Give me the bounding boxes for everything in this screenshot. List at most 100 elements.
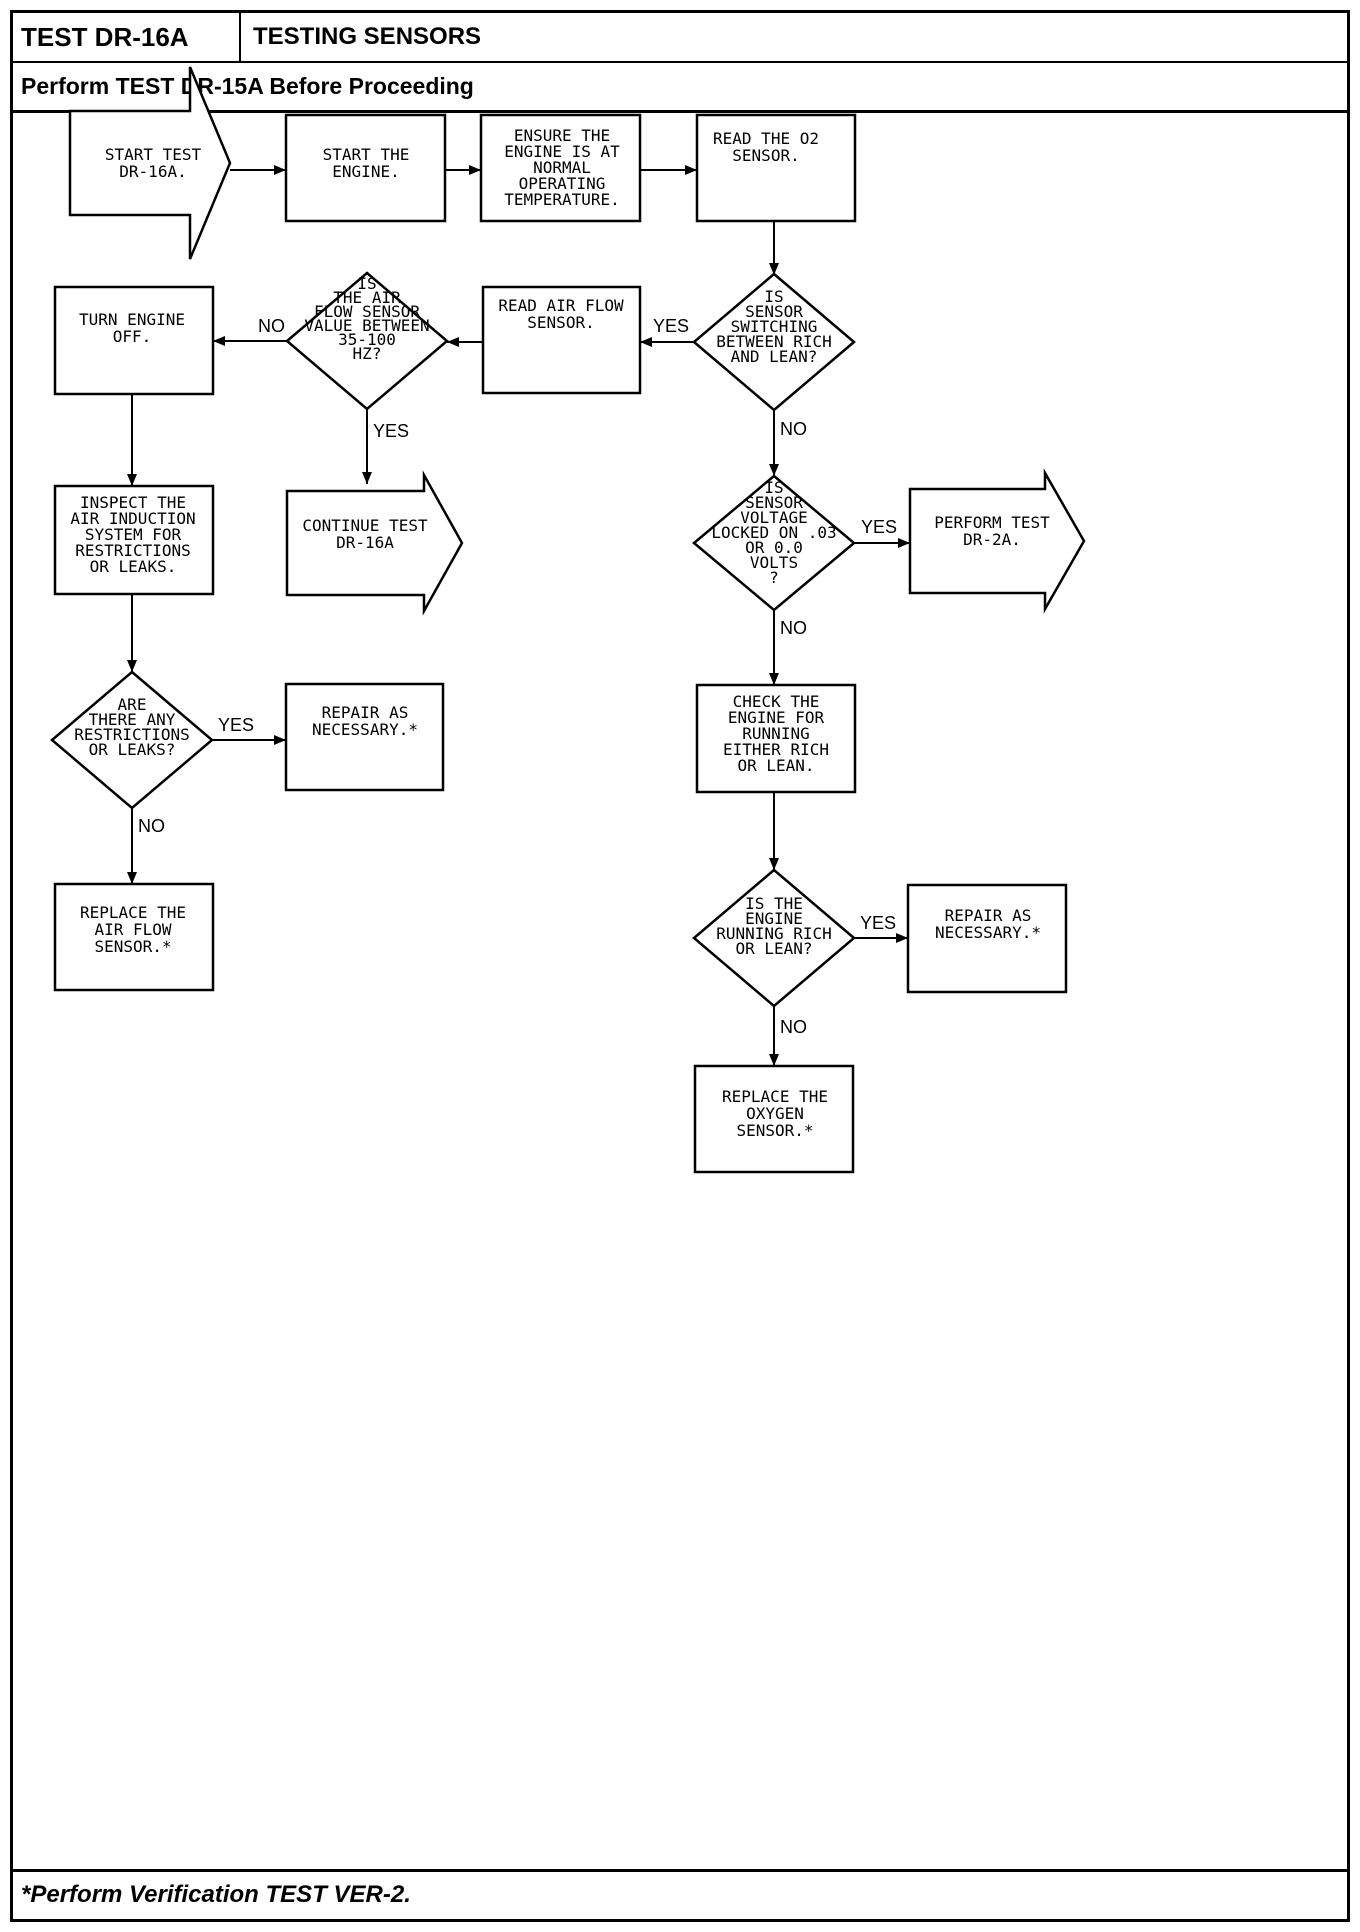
q-running-line: IS THE (745, 894, 803, 913)
edge-label-running-yes: YES (860, 913, 896, 933)
edge-label-switching-yes: YES (653, 316, 689, 336)
test-id: TEST DR-16A (13, 13, 241, 61)
q-airflow-line: FLOW SENSOR (314, 302, 420, 321)
check-engine-line: OR LEAN. (737, 756, 814, 775)
replace-airflow-line: SENSOR.* (94, 937, 171, 956)
q-airflow-line: THE AIR (333, 288, 401, 307)
replace-oxygen-line: REPLACE THE (722, 1087, 828, 1106)
edge-voltage-yes-head (898, 538, 910, 548)
start-engine-box (284, 113, 447, 223)
edge-running-no-head (769, 1054, 779, 1066)
replace-airflow-line: AIR FLOW (94, 920, 171, 939)
start-line: START TEST (105, 145, 202, 164)
edge-o2-to-switching-head (769, 263, 779, 275)
edge-readair-to-airflow-head (447, 337, 459, 347)
read-airflow-line: READ AIR FLOW (498, 296, 624, 315)
edge-airflow-no-head (213, 336, 225, 346)
replace-airflow-line: REPLACE THE (80, 903, 186, 922)
check-engine-line: CHECK THE (733, 692, 820, 711)
read-o2-box (695, 113, 857, 223)
q-running-line: OR LEAN? (735, 939, 812, 958)
check-engine-box (695, 683, 857, 794)
q-restrictions-line: RESTRICTIONS (74, 725, 190, 744)
ensure-temp-line: TEMPERATURE. (504, 190, 620, 209)
header-bar: TEST DR-16A TESTING SENSORS (13, 13, 1347, 63)
continue-arrow-shape (285, 470, 464, 616)
footer-note: *Perform Verification TEST VER-2. (13, 1869, 1347, 1919)
replace-oxygen-line: SENSOR.* (736, 1121, 813, 1140)
ensure-temp-line: ENSURE THE (514, 126, 610, 145)
q-airflow-line: VALUE BETWEEN (304, 316, 429, 335)
q-restrictions-line: THERE ANY (89, 710, 176, 729)
q-airflow-line: HZ? (353, 344, 382, 363)
replace-airflow-box (53, 882, 215, 992)
inspect-line: SYSTEM FOR (85, 525, 182, 544)
edge-airflow-yes-head (362, 472, 372, 484)
edge-switching-no-head (769, 464, 779, 476)
edge-restrictions-yes-head (274, 735, 286, 745)
inspect-line: OR LEAKS. (90, 557, 177, 576)
q-switching-line: SENSOR (745, 302, 803, 321)
repair-2-line: NECESSARY.* (935, 923, 1041, 942)
edge-label-airflow-yes: YES (373, 421, 409, 441)
q-running-line: ENGINE (745, 909, 803, 928)
replace-oxygen-line: OXYGEN (746, 1104, 804, 1123)
inspect-box (53, 484, 215, 596)
edge-off-to-inspect-head (127, 474, 137, 486)
q-running-line: RUNNING RICH (716, 924, 832, 943)
q-voltage-line: LOCKED ON .03 (711, 523, 836, 542)
repair-2-line: REPAIR AS (945, 906, 1032, 925)
repair-1-box (284, 682, 445, 792)
q-restrictions-line: ARE (118, 695, 147, 714)
perform-dr2a-line: PERFORM TEST (934, 513, 1050, 532)
q-switching-line: IS (764, 287, 783, 306)
ensure-temp-line: ENGINE IS AT (504, 142, 620, 161)
edge-label-airflow-no: NO (258, 316, 285, 336)
turn-off-line: TURN ENGINE (79, 310, 185, 329)
q-voltage-line: ? (769, 568, 779, 587)
q-voltage-line: OR 0.0 (745, 538, 803, 557)
start-engine-line: ENGINE. (332, 162, 399, 181)
ensure-temp-line: NORMAL (533, 158, 591, 177)
test-sheet: TEST DR-16A TESTING SENSORS Perform TEST… (10, 10, 1350, 1922)
q-restrictions-line: OR LEAKS? (89, 740, 176, 759)
edge-label-restrictions-yes: YES (218, 715, 254, 735)
repair-1-line: REPAIR AS (322, 703, 409, 722)
perform-dr2a-arrow-shape (908, 468, 1086, 614)
q-switching-line: AND LEAN? (731, 347, 818, 366)
turn-off-box (53, 285, 215, 396)
q-voltage-line: IS (764, 478, 783, 497)
start-engine-line: START THE (323, 145, 410, 164)
start-line: DR-16A. (119, 162, 186, 181)
edge-running-yes-head (896, 933, 908, 943)
inspect-line: RESTRICTIONS (75, 541, 191, 560)
q-voltage-line: VOLTAGE (740, 508, 807, 527)
page-title: TESTING SENSORS (253, 23, 482, 50)
check-engine-line: EITHER RICH (723, 740, 829, 759)
q-airflow-line: 35-100 (338, 330, 396, 349)
inspect-line: AIR INDUCTION (70, 509, 195, 528)
edge-start-to-engine-head (274, 165, 286, 175)
read-airflow-box (481, 285, 642, 395)
edge-label-voltage-yes: YES (861, 517, 897, 537)
perform-dr2a-line: DR-2A. (963, 530, 1021, 549)
edge-label-switching-no: NO (780, 419, 807, 439)
edge-label-voltage-no: NO (780, 618, 807, 638)
read-airflow-line: SENSOR. (527, 313, 594, 332)
ensure-temp-line: OPERATING (519, 174, 606, 193)
